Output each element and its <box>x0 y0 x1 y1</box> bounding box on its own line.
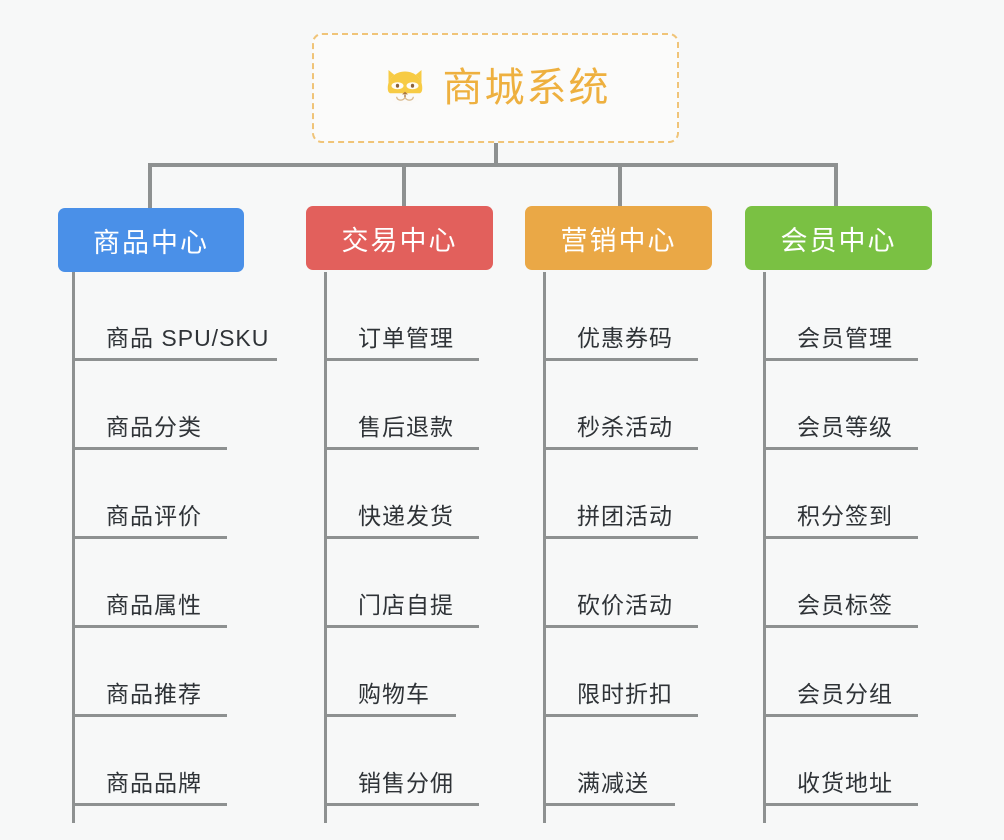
leaf-underline <box>543 714 698 717</box>
leaf-label: 商品 SPU/SKU <box>106 325 270 351</box>
leaf-label: 积分签到 <box>797 503 893 529</box>
leaf-label: 限时折扣 <box>577 681 673 707</box>
bus-connector <box>150 163 838 167</box>
leaf-label: 商品品牌 <box>106 770 202 796</box>
leaf-label: 会员标签 <box>797 592 893 618</box>
category-label: 营销中心 <box>560 225 677 256</box>
leaf-label: 购物车 <box>358 681 430 707</box>
leaf-underline <box>763 625 918 628</box>
leaf-label: 商品推荐 <box>106 681 202 707</box>
leaf-underline <box>763 803 918 806</box>
leaf-underline <box>763 358 918 361</box>
leaf-underline <box>324 536 479 539</box>
column-trunk-line <box>72 272 75 823</box>
leaf-underline <box>543 358 698 361</box>
leaf-label: 秒杀活动 <box>577 414 673 440</box>
shiba-dog-face-icon <box>381 64 429 112</box>
leaf-underline <box>72 447 227 450</box>
leaf-label: 收货地址 <box>797 770 893 796</box>
leaf-label: 门店自提 <box>358 592 454 618</box>
leaf-label: 会员管理 <box>797 325 893 351</box>
leaf-underline <box>543 447 698 450</box>
leaf-underline <box>72 536 227 539</box>
leaf-label: 商品评价 <box>106 503 202 529</box>
category-label: 商品中心 <box>93 227 209 258</box>
root-title: 商城系统 <box>442 66 611 110</box>
leaf-label: 砍价活动 <box>577 592 673 618</box>
root-node[interactable]: 商城系统 <box>312 33 679 143</box>
leaf-underline <box>324 358 479 361</box>
column-trunk-line <box>543 272 546 823</box>
leaf-label: 快递发货 <box>358 503 454 529</box>
leaf-underline <box>543 536 698 539</box>
leaf-underline <box>72 625 227 628</box>
leaf-label: 商品分类 <box>106 414 202 440</box>
category-label: 会员中心 <box>780 225 897 256</box>
leaf-underline <box>324 803 479 806</box>
branch-stem-connector-3 <box>618 163 622 209</box>
leaf-underline <box>763 714 918 717</box>
category-header-trade-center[interactable]: 交易中心 <box>306 206 493 270</box>
column-trunk-line <box>763 272 766 823</box>
leaf-underline <box>324 625 479 628</box>
category-header-member-center[interactable]: 会员中心 <box>745 206 932 270</box>
category-header-marketing-center[interactable]: 营销中心 <box>525 206 712 270</box>
leaf-label: 订单管理 <box>358 325 454 351</box>
branch-stem-connector-1 <box>148 163 152 209</box>
leaf-label: 销售分佣 <box>358 770 454 796</box>
category-label: 交易中心 <box>341 225 458 256</box>
leaf-label: 优惠券码 <box>577 325 673 351</box>
leaf-underline <box>72 803 227 806</box>
branch-stem-connector-2 <box>402 163 406 209</box>
branch-stem-connector-4 <box>834 163 838 209</box>
leaf-label: 会员等级 <box>797 414 893 440</box>
leaf-underline <box>72 714 227 717</box>
leaf-underline <box>763 447 918 450</box>
leaf-underline <box>72 358 277 361</box>
leaf-label: 满减送 <box>577 770 649 796</box>
leaf-underline <box>543 625 698 628</box>
leaf-underline <box>543 803 675 806</box>
category-header-product-center[interactable]: 商品中心 <box>58 208 244 272</box>
leaf-label: 售后退款 <box>358 414 454 440</box>
leaf-label: 拼团活动 <box>577 503 673 529</box>
leaf-underline <box>324 447 479 450</box>
leaf-underline <box>324 714 456 717</box>
leaf-label: 商品属性 <box>106 592 202 618</box>
column-trunk-line <box>324 272 327 823</box>
leaf-label: 会员分组 <box>797 681 893 707</box>
leaf-underline <box>763 536 918 539</box>
root-stem-connector <box>494 143 498 165</box>
